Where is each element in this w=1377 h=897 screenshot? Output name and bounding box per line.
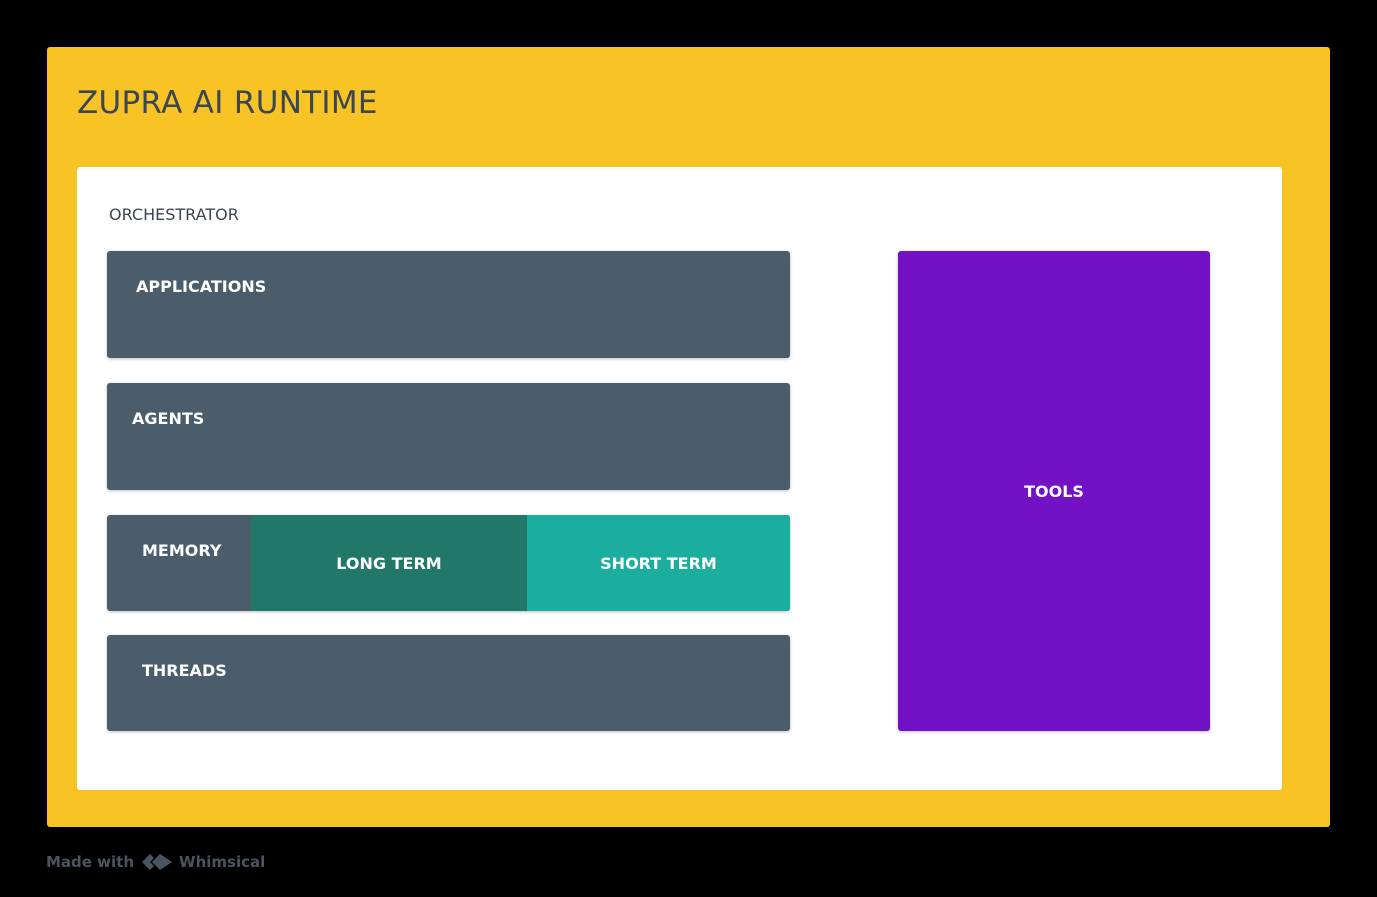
runtime-frame: ZUPRA AI RUNTIME ORCHESTRATOR APPLICATIO… [47, 47, 1330, 827]
short-term-memory-block: SHORT TERM [527, 515, 790, 611]
orchestrator-label: ORCHESTRATOR [109, 205, 239, 224]
tools-block: TOOLS [898, 251, 1210, 731]
memory-block: MEMORY LONG TERM SHORT TERM [107, 515, 790, 611]
orchestrator-panel: ORCHESTRATOR APPLICATIONS AGENTS MEMORY … [77, 167, 1282, 790]
whimsical-brand-label: Whimsical [179, 853, 266, 871]
threads-block: THREADS [107, 635, 790, 731]
memory-label: MEMORY [142, 541, 222, 560]
agents-block: AGENTS [107, 383, 790, 490]
whimsical-logo-icon [140, 849, 176, 875]
agents-label: AGENTS [132, 409, 205, 428]
long-term-label: LONG TERM [336, 553, 442, 573]
tools-label: TOOLS [1024, 481, 1084, 501]
threads-label: THREADS [142, 661, 227, 680]
made-with-whimsical-footer[interactable]: Made with Whimsical [46, 849, 265, 875]
short-term-label: SHORT TERM [600, 553, 717, 573]
made-with-label: Made with [46, 853, 135, 871]
applications-label: APPLICATIONS [136, 277, 267, 296]
applications-block: APPLICATIONS [107, 251, 790, 358]
runtime-title: ZUPRA AI RUNTIME [77, 85, 378, 121]
long-term-memory-block: LONG TERM [251, 515, 527, 611]
